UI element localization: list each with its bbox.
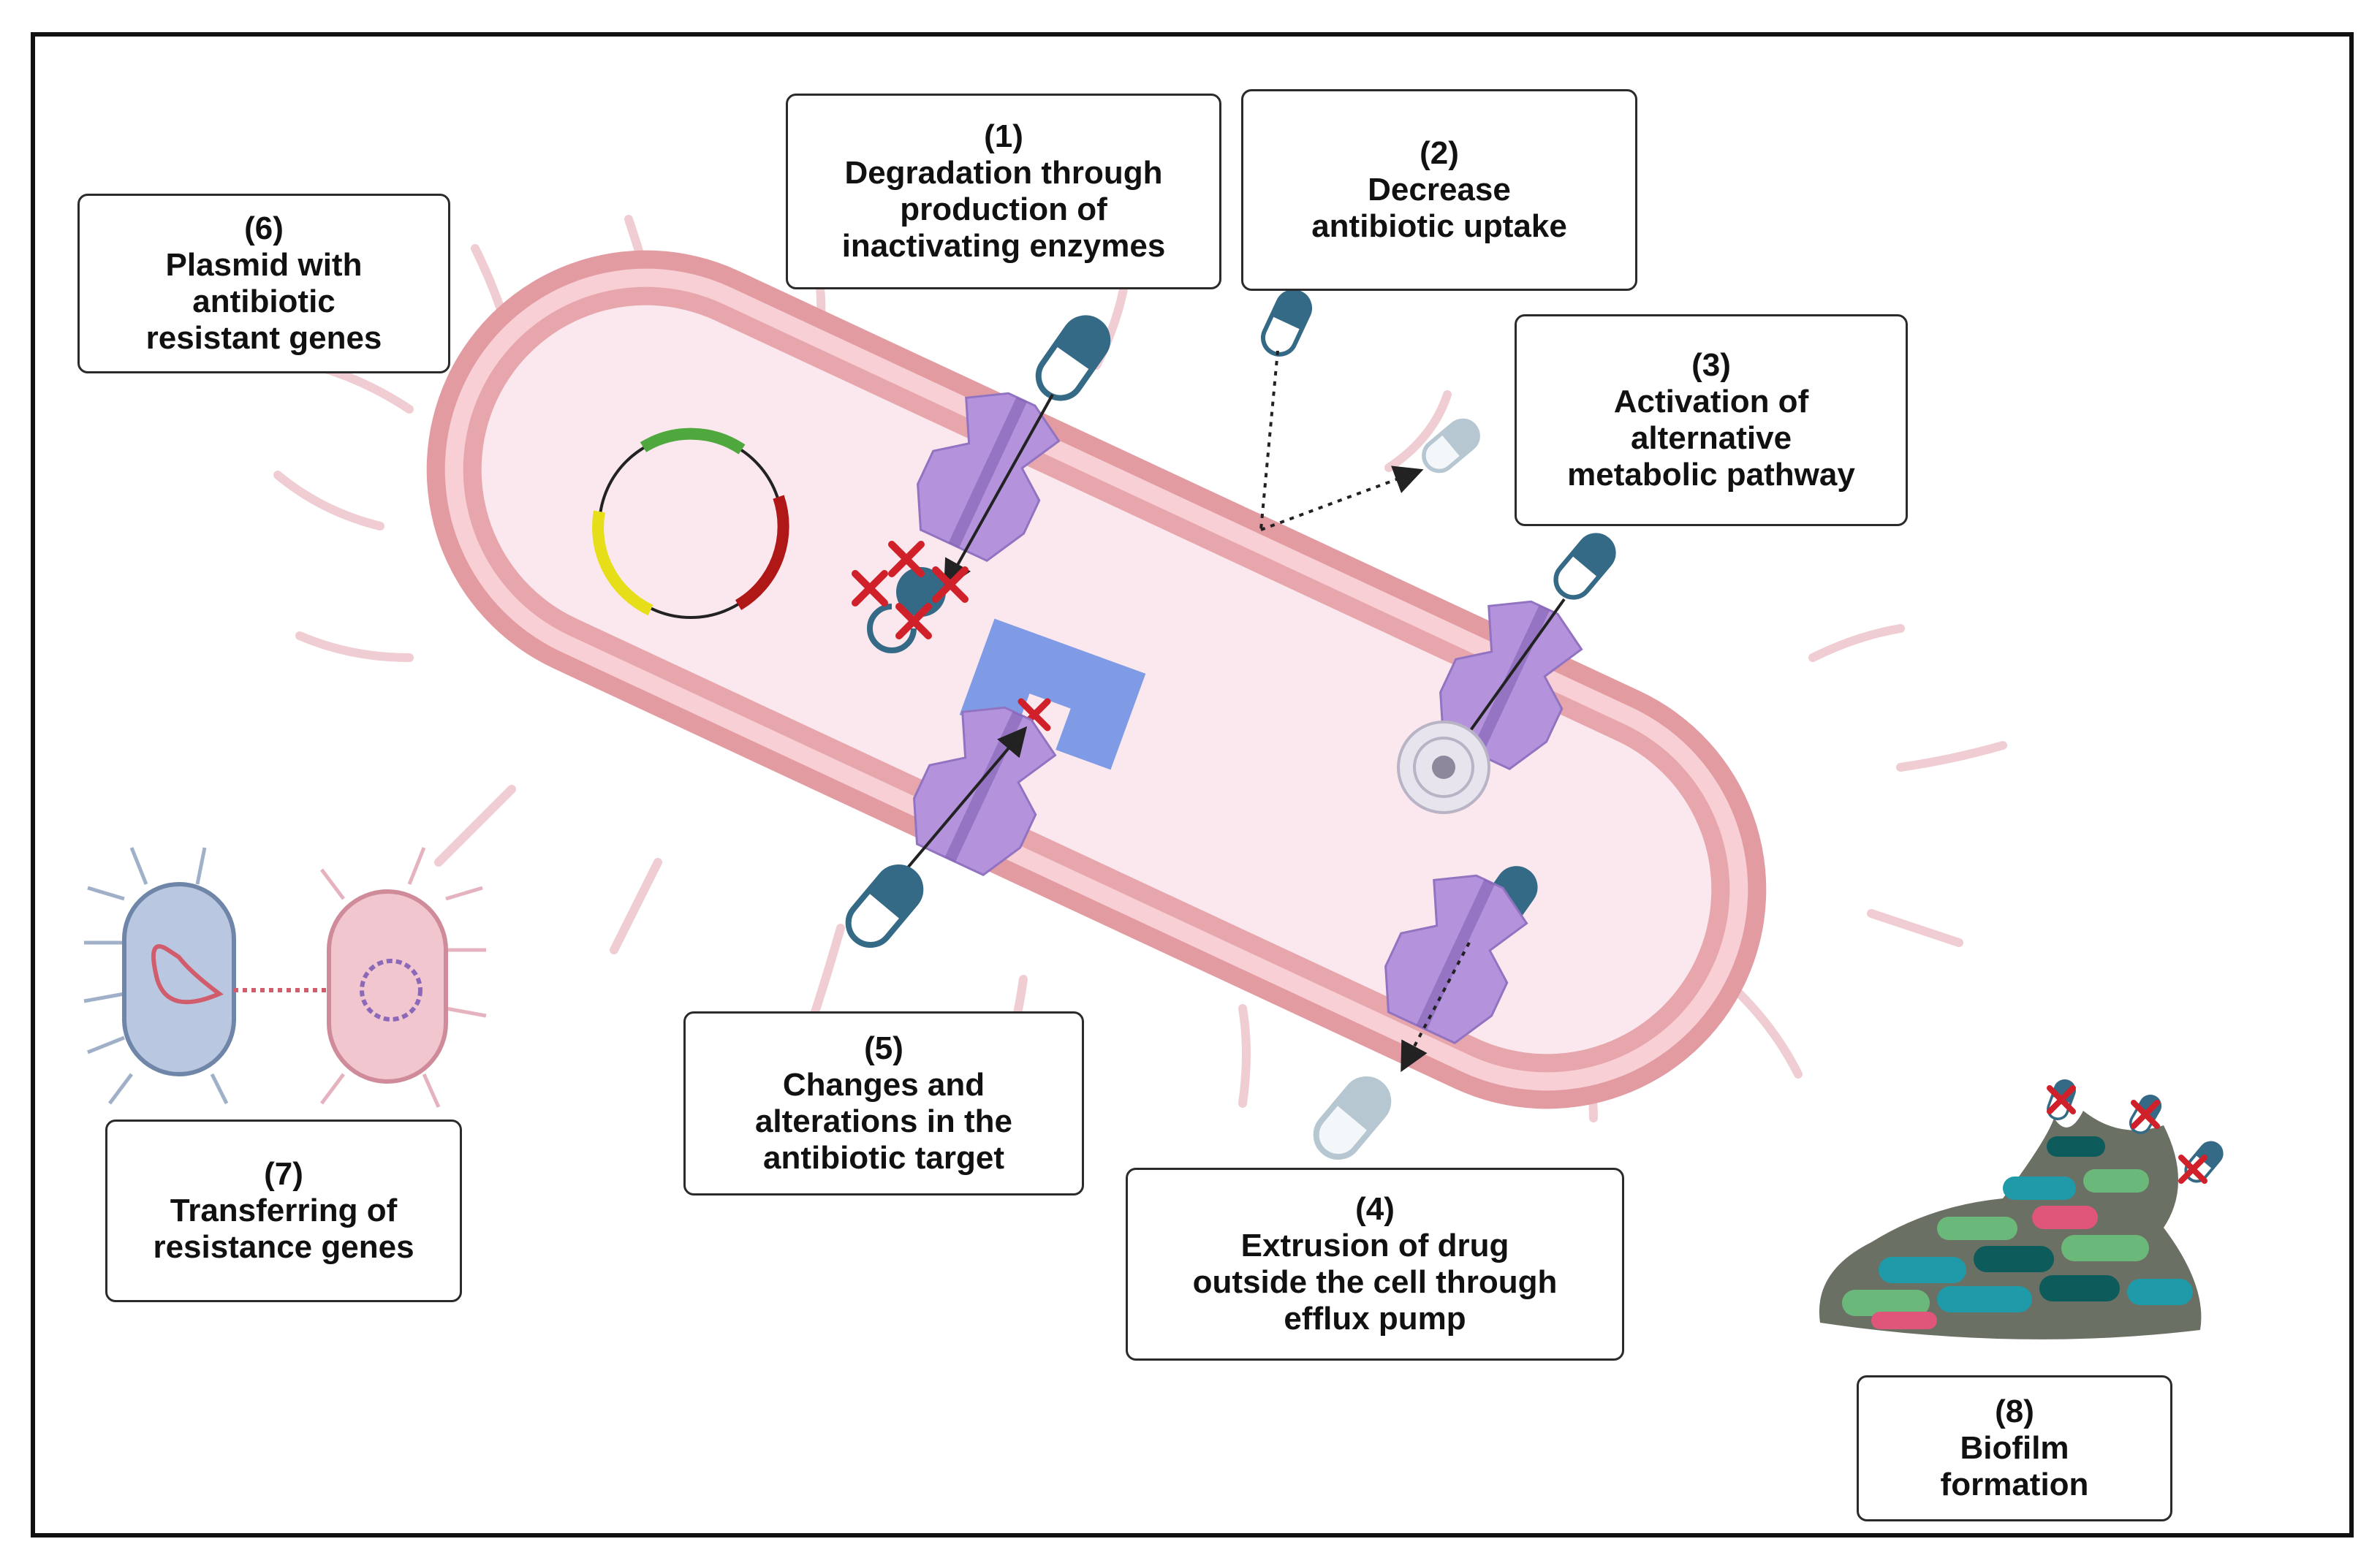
mechanism-6-number: (6) bbox=[244, 210, 284, 246]
antibiotic-capsule-icon bbox=[1417, 414, 1484, 477]
mechanism-1-text: Degradation through production of inacti… bbox=[841, 155, 1166, 264]
mechanism-7-label: (7) Transferring of resistance genes bbox=[105, 1120, 462, 1302]
mechanism-3-number: (3) bbox=[1691, 347, 1731, 383]
mechanism-2-label: (2) Decrease antibiotic uptake bbox=[1241, 89, 1637, 291]
mechanism-1-number: (1) bbox=[984, 118, 1023, 154]
mechanism-1-label: (1) Degradation through production of in… bbox=[786, 94, 1221, 289]
biofilm-icon bbox=[1819, 1076, 2228, 1339]
antibiotic-capsule-icon bbox=[1549, 528, 1621, 604]
entry-arrow bbox=[944, 394, 1054, 590]
antibiotic-capsule-icon bbox=[1030, 310, 1116, 407]
mechanism-5-number: (5) bbox=[864, 1030, 903, 1066]
mechanism-8-text: Biofilm formation bbox=[1940, 1430, 2089, 1502]
antibiotic-capsule-icon bbox=[839, 859, 929, 954]
efflux-arrow bbox=[1401, 942, 1471, 1073]
mechanism-3-label: (3) Activation of alternative metabolic … bbox=[1515, 314, 1908, 526]
plasmid-icon bbox=[592, 427, 789, 619]
target-site-icon bbox=[959, 618, 1146, 770]
mechanism-7-number: (7) bbox=[264, 1156, 303, 1192]
mechanism-2-text: Decrease antibiotic uptake bbox=[1311, 172, 1567, 244]
mechanism-5-label: (5) Changes and alterations in the antib… bbox=[683, 1011, 1084, 1196]
mechanism-6-text: Plasmid with antibiotic resistant genes bbox=[145, 247, 382, 356]
entry-arrow bbox=[1451, 598, 1566, 758]
antibiotic-capsule-icon bbox=[1258, 286, 1316, 360]
mechanism-4-text: Extrusion of drug outside the cell throu… bbox=[1192, 1228, 1558, 1337]
conjugating-bacteria-icon bbox=[83, 847, 487, 1109]
mechanism-8-label: (8) Biofilm formation bbox=[1857, 1375, 2172, 1521]
mechanism-6-label: (6) Plasmid with antibiotic resistant ge… bbox=[77, 194, 450, 373]
mechanism-3-text: Activation of alternative metabolic path… bbox=[1567, 384, 1855, 493]
mechanism-7-text: Transferring of resistance genes bbox=[153, 1193, 414, 1265]
degraded-antibiotic-icon bbox=[855, 544, 965, 653]
mechanism-2-number: (2) bbox=[1420, 135, 1459, 171]
mechanism-4-number: (4) bbox=[1355, 1191, 1395, 1227]
mechanism-4-label: (4) Extrusion of drug outside the cell t… bbox=[1126, 1168, 1624, 1361]
blocked-path bbox=[1259, 350, 1279, 531]
mechanism-8-number: (8) bbox=[1995, 1394, 2034, 1429]
deflect-arrow bbox=[1260, 465, 1424, 531]
antibiotic-capsule-icon bbox=[1307, 1071, 1397, 1166]
mechanism-5-text: Changes and alterations in the antibioti… bbox=[754, 1067, 1013, 1176]
alternative-pathway-icon bbox=[1397, 721, 1490, 814]
